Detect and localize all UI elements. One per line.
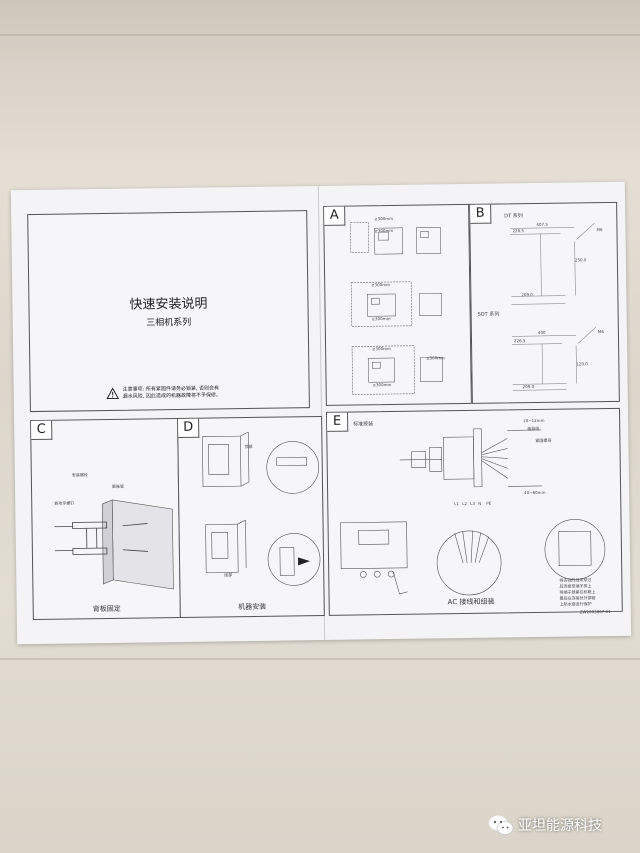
label-n: N: [478, 500, 482, 506]
dim-a-4: ≥300mm: [371, 316, 391, 322]
notice-line-2: 漏水风险, 因此造成的机器故障将不予保修。: [122, 392, 221, 400]
dim-b1-2: 226.5: [512, 228, 524, 234]
dim-a-2: ≥300mm: [374, 227, 394, 234]
label-bottom: 底部: [224, 572, 233, 578]
cover-subtitle: 三相机系列: [146, 317, 192, 329]
dim-b1-4: 250.0: [574, 257, 587, 263]
panel-a-letter: A: [324, 206, 346, 226]
panel-c-letter: C: [31, 420, 53, 441]
series-sdt-label: SDT 系列: [477, 311, 500, 318]
cover-panel: 快速安装说明 三相机系列 注意事项: 所有紧固件请务必锁紧, 否则会有 漏水风险…: [27, 210, 310, 413]
wall-bracket-diagram: [54, 499, 174, 590]
dim-b1-5: M6: [596, 227, 603, 233]
label-pe: PE: [486, 500, 492, 506]
panel-c-caption: 背板固定: [92, 604, 121, 614]
panel-d: D 顶部 底部 机器安装: [177, 415, 325, 618]
label-wire: 装导线: [527, 425, 540, 432]
dim-b2-5: M6: [597, 329, 604, 335]
series-dt-label: DT 系列: [504, 213, 523, 220]
table-seam-bottom: [0, 658, 640, 660]
dim-b2-2: 226.5: [513, 338, 526, 344]
ac-connector-diagram: [340, 428, 606, 596]
panel-a: A ≥300mm ≥300mm ≥300mm ≥300mm ≥300mm ≥30…: [323, 203, 472, 406]
label-l2: L2: [462, 500, 468, 507]
dim-a-6: ≥300mm: [372, 382, 392, 388]
panel-b: B DT 系列 SDT 系列 407.5 226.5 209.0 250.0 M…: [469, 201, 620, 404]
label-l1: L1: [454, 501, 460, 507]
bracket-dimension-drawing: [510, 222, 596, 391]
label-mount-bolt: 安装螺栓: [71, 472, 88, 478]
dim-a-1: ≥300mm: [374, 215, 394, 222]
dim-a-7: ≥300mm: [426, 355, 446, 361]
dim-b1-3: 209.0: [521, 292, 533, 298]
cover-title: 快速安装说明: [129, 296, 208, 313]
dim-e-2: 40~60mm: [524, 489, 546, 496]
dim-a-5: ≥300mm: [372, 346, 391, 352]
dim-b2-4: 120.0: [576, 361, 588, 367]
clearance-diagram: [350, 222, 443, 395]
dim-a-3: ≥300mm: [371, 282, 391, 288]
dim-b2-3: 209.0: [522, 384, 535, 390]
document-code: ZW1003007-A1: [579, 608, 611, 615]
wechat-icon: [489, 815, 514, 835]
warning-icon: [106, 387, 120, 399]
panel-b-letter: B: [470, 204, 492, 224]
label-nut: 紧固螺母: [535, 437, 552, 444]
panel-d-caption: 机器安装: [238, 602, 267, 612]
label-tapping-screw: 自攻牙螺钉: [54, 500, 75, 506]
label-l3: L3: [470, 500, 476, 506]
panel-c: C 安装螺栓 自攻牙螺钉 膨胀管 背板固定: [30, 417, 181, 621]
dim-b1-1: 407.5: [536, 221, 548, 227]
label-top: 顶部: [244, 443, 253, 450]
table-seam-top: [0, 34, 640, 36]
panel-e: E 标准按装 装导线 紧固螺母 L1 L2 L3 N PE 10: [325, 407, 623, 616]
dim-e-1: 10~12mm: [523, 417, 545, 424]
installation-sheet: 快速安装说明 三相机系列 注意事项: 所有紧固件请务必锁紧, 否则会有 漏水风险…: [10, 181, 632, 645]
dim-b2-1: 400: [537, 329, 546, 335]
label-expansion-tube: 膨胀管: [111, 483, 125, 489]
note-line-5: 上防水套进行保护: [559, 601, 592, 607]
machine-mount-diagram: [202, 431, 321, 586]
watermark: 亚坦能源科技: [488, 812, 602, 838]
watermark-text: 亚坦能源科技: [518, 818, 602, 834]
panel-e-caption: AC 接线和组装: [447, 597, 495, 607]
